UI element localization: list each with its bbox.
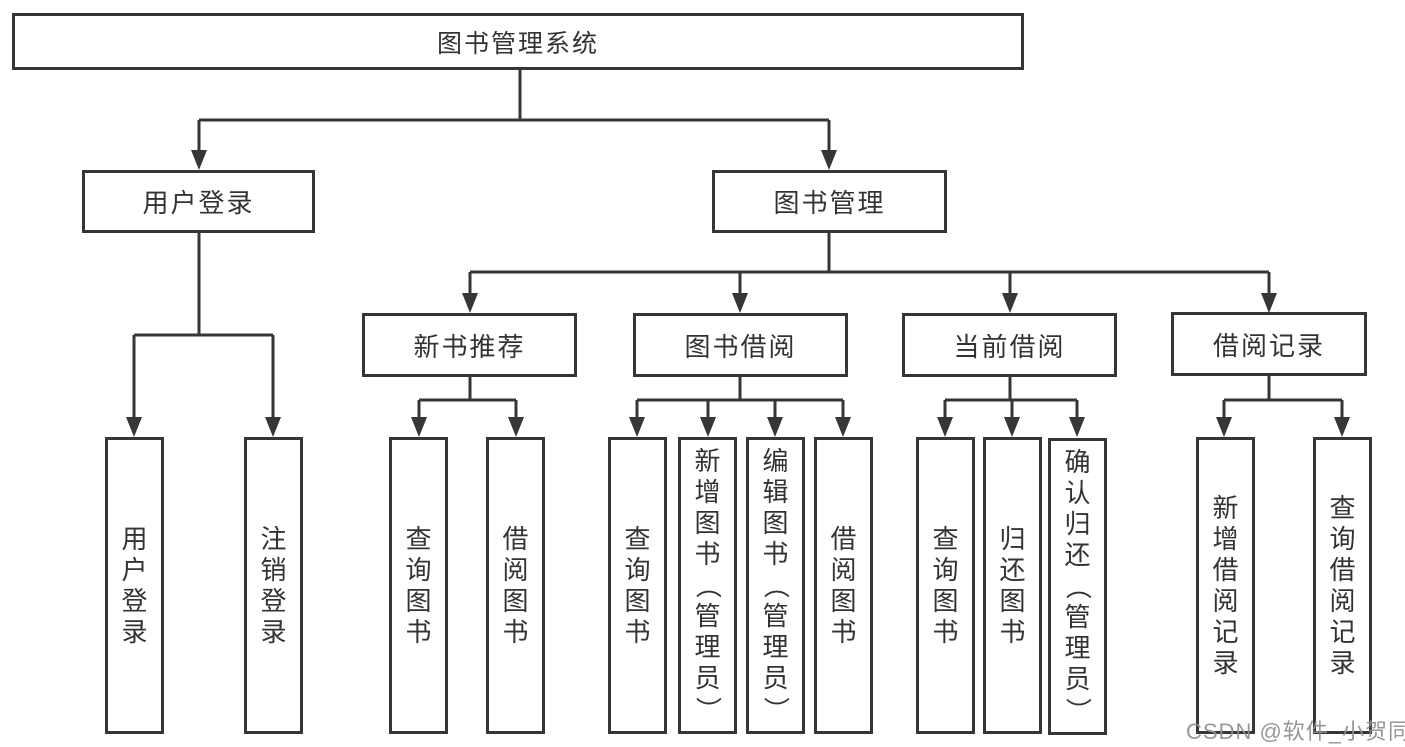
leaf-query-books-1: 查询图书 <box>389 437 448 734</box>
connector-borrow-records-group <box>1222 376 1344 423</box>
leaf-add-borrow-record: 新增借阅记录 <box>1196 437 1255 734</box>
leaf-edit-books-admin: 编辑图书（管理员） <box>746 437 805 734</box>
leaf-borrow-books-1: 借阅图书 <box>486 437 545 734</box>
leaf-logout: 注销登录 <box>244 437 303 734</box>
leaf-add-books-admin: 新增图书（管理员） <box>678 437 737 734</box>
leaf-query-books-3: 查询图书 <box>916 437 975 734</box>
node-new-book-recommend: 新书推荐 <box>362 313 577 377</box>
arrowheads <box>126 150 1350 437</box>
connector-current-borrow-group <box>943 377 1079 423</box>
connector-book-management-group <box>468 233 1271 299</box>
csdn-watermark: CSDN @软件_小贺同学 <box>1186 719 1405 744</box>
leaf-user-login: 用户登录 <box>105 437 164 734</box>
leaf-query-borrow-record: 查询借阅记录 <box>1313 437 1372 734</box>
node-borrow-records: 借阅记录 <box>1171 312 1367 376</box>
connector-new-book-group <box>417 377 518 423</box>
leaf-borrow-books-2: 借阅图书 <box>814 437 873 734</box>
connector-user-login-group <box>132 233 275 423</box>
node-user-login: 用户登录 <box>82 170 315 233</box>
node-root-system: 图书管理系统 <box>12 13 1024 70</box>
node-book-borrow: 图书借阅 <box>633 313 848 377</box>
leaf-query-books-2: 查询图书 <box>608 437 667 734</box>
node-current-borrow: 当前借阅 <box>902 313 1117 377</box>
connector-root-to-level2 <box>197 70 831 156</box>
leaf-confirm-return-admin: 确认归还（管理员） <box>1048 438 1107 735</box>
node-book-management: 图书管理 <box>712 170 947 233</box>
leaf-return-books: 归还图书 <box>983 437 1042 734</box>
connector-book-borrow-group <box>635 377 845 423</box>
